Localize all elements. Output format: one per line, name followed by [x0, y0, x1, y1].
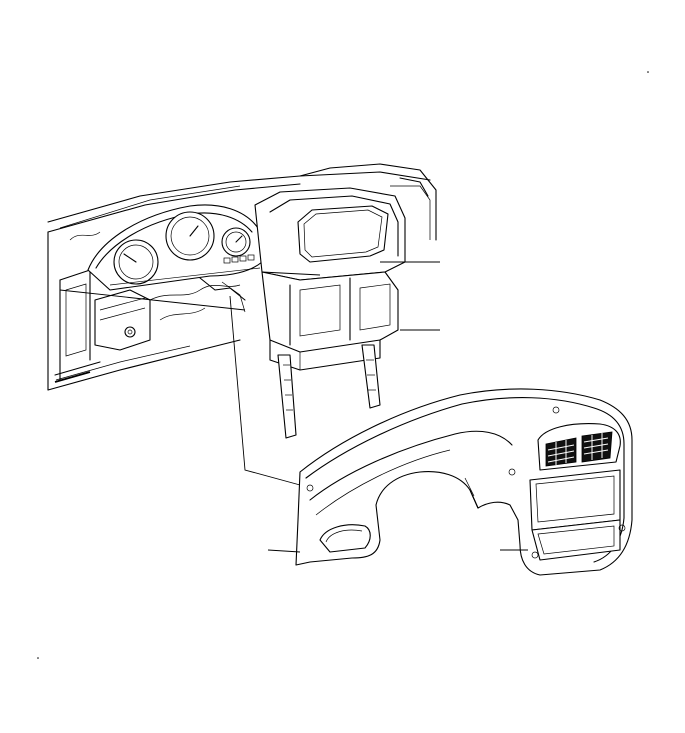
instrument-cluster — [87, 204, 263, 313]
fuel-gauge — [221, 227, 251, 257]
instrument-panel-trim-cover — [295, 388, 633, 576]
speedometer-gauge — [165, 211, 215, 261]
cluster-bezel — [254, 187, 406, 371]
support-bracket — [277, 344, 381, 439]
center-air-vent — [537, 423, 621, 471]
callout-leaders — [267, 261, 528, 553]
tachometer-gauge — [113, 239, 159, 285]
speck — [647, 71, 649, 73]
speck — [37, 657, 39, 659]
alignment-lines — [59, 271, 321, 486]
callout-leader-trim-left — [267, 549, 301, 553]
dashboard-structure — [47, 163, 437, 391]
indicator-lights — [223, 254, 255, 264]
